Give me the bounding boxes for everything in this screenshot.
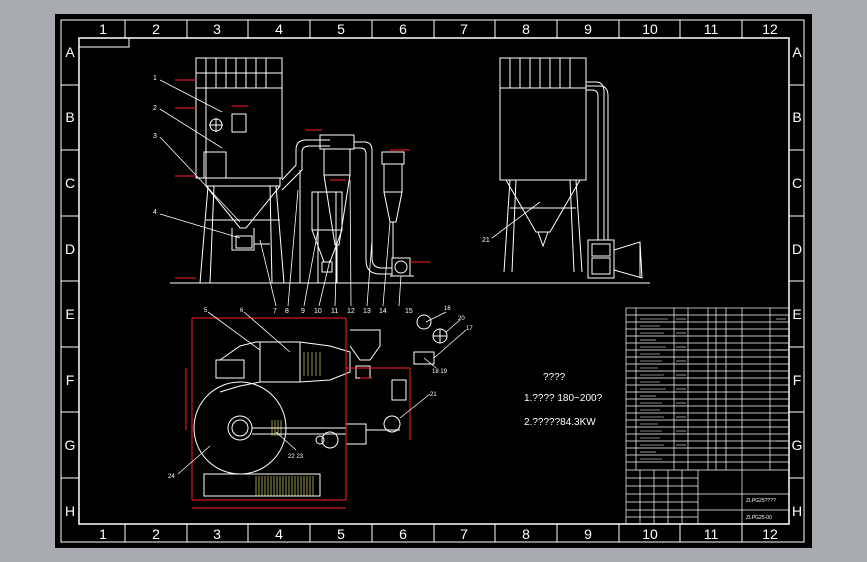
row-label-right-A: A: [792, 44, 802, 60]
callout-1: 1: [153, 75, 157, 82]
row-label-right-B: B: [792, 109, 801, 125]
row-label-left-A: A: [65, 44, 75, 60]
col-label-top-3: 3: [213, 21, 221, 37]
callout-11: 11: [331, 308, 338, 315]
col-label-bottom-11: 11: [704, 526, 719, 542]
row-label-left-B: B: [65, 109, 74, 125]
callout-leaders-plan: [177, 311, 467, 475]
col-label-bottom-12: 12: [762, 526, 778, 542]
col-label-top-5: 5: [337, 21, 345, 37]
callout-6: 6: [240, 308, 244, 314]
callout-22-23: 22 23: [288, 454, 304, 460]
row-label-left-C: C: [65, 175, 75, 191]
notes-line-2: 2.?????84.3KW: [524, 417, 596, 428]
side-elevation-view: [499, 57, 650, 284]
callout-21-side: 21: [482, 237, 490, 244]
row-label-right-H: H: [792, 503, 802, 519]
col-label-top-7: 7: [460, 21, 468, 37]
title-block-drawing-number: ZLPG25-00: [746, 515, 772, 521]
col-label-bottom-7: 7: [460, 526, 468, 542]
col-label-bottom-4: 4: [275, 526, 283, 542]
plan-view: [193, 314, 448, 497]
heater-fins-hatch: [255, 352, 321, 496]
row-label-right-D: D: [792, 241, 802, 257]
row-label-left-F: F: [66, 372, 75, 388]
col-label-bottom-5: 5: [337, 526, 345, 542]
callout-15: 15: [405, 308, 413, 315]
row-label-right-F: F: [793, 372, 802, 388]
corner-stamp-box: [78, 37, 130, 48]
row-label-right-E: E: [792, 306, 801, 322]
row-label-right-G: G: [792, 437, 803, 453]
col-label-top-12: 12: [762, 21, 778, 37]
elevation-markers: [175, 79, 430, 279]
callout-14: 14: [379, 308, 387, 315]
row-label-left-H: H: [65, 503, 75, 519]
col-label-bottom-2: 2: [152, 526, 160, 542]
callout-7: 7: [273, 308, 277, 315]
callout-18-19: 18 19: [432, 369, 448, 375]
row-label-left-G: G: [65, 437, 76, 453]
row-label-left-E: E: [65, 306, 74, 322]
col-label-bottom-6: 6: [399, 526, 407, 542]
col-label-top-6: 6: [399, 21, 407, 37]
notes-line-1: 1.???? 180~200?: [524, 393, 603, 404]
drawing-sheet: [55, 14, 812, 548]
front-elevation-view: [170, 57, 500, 284]
col-label-top-10: 10: [642, 21, 658, 37]
parts-list-cell-marks: [640, 318, 786, 460]
callout-leaders-front: [159, 79, 402, 307]
col-label-top-9: 9: [584, 21, 592, 37]
callout-leader-right: [491, 201, 541, 239]
title-block-drawing-title: ZLPG25????: [746, 498, 776, 504]
col-label-top-8: 8: [522, 21, 530, 37]
col-label-top-2: 2: [152, 21, 160, 37]
zone-ticks: [61, 20, 804, 542]
parts-list-table: [625, 307, 790, 525]
row-label-right-C: C: [792, 175, 802, 191]
col-label-bottom-8: 8: [522, 526, 530, 542]
callout-8: 8: [285, 308, 289, 315]
callout-4: 4: [153, 209, 157, 216]
col-label-top-4: 4: [275, 21, 283, 37]
callout-17: 17: [466, 326, 473, 332]
row-label-left-D: D: [65, 241, 75, 257]
col-label-bottom-3: 3: [213, 526, 221, 542]
callout-13: 13: [363, 308, 371, 315]
notes-heading: ????: [543, 372, 566, 383]
callout-9: 9: [301, 308, 305, 315]
col-label-top-11: 11: [704, 21, 719, 37]
col-label-bottom-9: 9: [584, 526, 592, 542]
callout-10: 10: [314, 308, 322, 315]
callout-12: 12: [347, 308, 355, 315]
col-label-top-1: 1: [99, 21, 107, 37]
col-label-bottom-10: 10: [642, 526, 658, 542]
callout-3: 3: [153, 133, 157, 140]
callout-24: 24: [168, 474, 175, 480]
callout-16: 16: [444, 306, 451, 312]
col-label-bottom-1: 1: [99, 526, 107, 542]
technical-notes: ???? 1.???? 180~200? 2.?????84.3KW: [524, 372, 603, 428]
plan-dimensions: [185, 317, 411, 509]
callout-21-plan: 21: [430, 392, 437, 398]
callout-20: 20: [458, 316, 465, 322]
callout-5: 5: [204, 308, 208, 314]
callout-2: 2: [153, 105, 157, 112]
